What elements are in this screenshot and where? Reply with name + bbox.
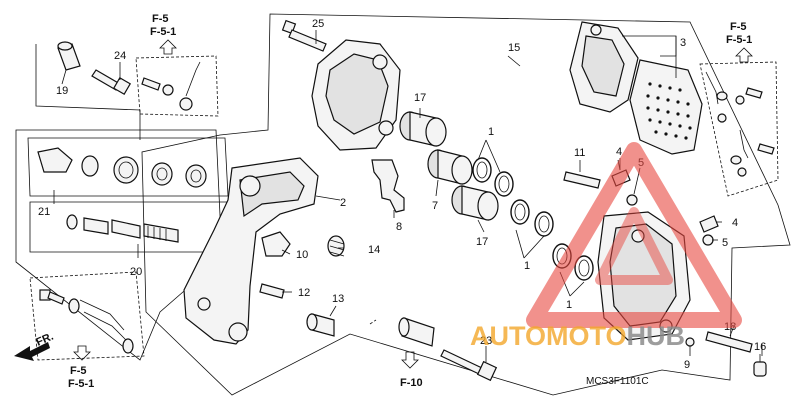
ref-arrow-bottom-left <box>73 345 91 361</box>
pin-18 <box>705 331 753 353</box>
plug-16 <box>753 354 767 377</box>
retainer-10 <box>261 231 291 257</box>
pin-12 <box>259 283 285 299</box>
callout-24: 24 <box>114 50 126 62</box>
boot-14 <box>327 235 345 257</box>
callout-3: 3 <box>680 37 686 49</box>
top-fitting-box <box>135 55 219 117</box>
callout-23: 23 <box>480 335 492 347</box>
watermark-brand-left: AUTOMOTO <box>470 321 627 351</box>
ref-f51-top-left: F-5-1 <box>150 26 176 38</box>
pad-spring-8 <box>371 159 405 213</box>
ref-f51-top-right: F-5-1 <box>726 34 752 46</box>
inner-assembly-outline <box>141 13 791 396</box>
ref-arrow-bottom <box>401 351 419 369</box>
caliper-bracket-2 <box>183 157 319 345</box>
callout-16: 16 <box>754 341 766 353</box>
diagram-code: MCS3F1101C <box>586 376 649 387</box>
ref-f5-bottom-left: F-5 <box>70 365 87 377</box>
group-21-parts <box>37 147 207 188</box>
ref-f10-bottom: F-10 <box>400 377 423 389</box>
callout-17-upper: 17 <box>414 92 426 104</box>
sleeve-13 <box>306 313 335 337</box>
callout-25: 25 <box>312 18 324 30</box>
caliper-inner-half <box>311 39 401 151</box>
callout-7: 7 <box>432 200 438 212</box>
callout-17-lower: 17 <box>476 236 488 248</box>
bolt-23 <box>440 349 498 382</box>
sleeve-bottom <box>398 317 435 347</box>
callout-10: 10 <box>296 249 308 261</box>
group-19-outline <box>35 44 141 140</box>
callout-14: 14 <box>368 244 380 256</box>
callout-11: 11 <box>574 147 585 159</box>
piston-upper-17 <box>399 111 447 147</box>
bleeder-4-lower <box>699 215 719 233</box>
callout-8: 8 <box>396 221 402 233</box>
ref-arrow-top-left <box>159 39 177 55</box>
right-fitting-box <box>699 61 779 197</box>
watermark-brand: AUTOMOTOHUB <box>470 321 685 351</box>
callout-19: 19 <box>56 85 68 97</box>
warning-triangle-icon <box>526 142 742 328</box>
group-20-parts <box>66 214 179 243</box>
bolt-25 <box>281 19 327 52</box>
callout-12: 12 <box>298 287 310 299</box>
callout-9: 9 <box>684 359 690 371</box>
callout-1-a: 1 <box>488 126 494 138</box>
piston-mid-7 <box>427 149 473 185</box>
callout-2: 2 <box>340 197 346 209</box>
pin-11 <box>563 171 601 189</box>
left-group-outline <box>15 129 223 361</box>
ref-f5-top-left: F-5 <box>152 13 169 25</box>
callout-1-c: 1 <box>566 299 572 311</box>
bushing-19 <box>57 41 81 71</box>
brake-pad-front <box>569 21 639 113</box>
ref-f51-bottom-left: F-5-1 <box>68 378 94 390</box>
pad-texture <box>646 82 692 140</box>
bottom-fitting-box <box>369 319 377 325</box>
direction-label: FR. <box>34 331 55 349</box>
callout-15: 15 <box>508 42 520 54</box>
right-fitting-parts <box>705 71 775 177</box>
piston-lower-17 <box>451 185 499 221</box>
cap-5-lower <box>702 234 714 246</box>
callout-5-lower: 5 <box>722 237 728 249</box>
ref-f5-top-right: F-5 <box>730 21 747 33</box>
reference-labels: F-5 F-5-1 F-5 F-5-1 F-5 F-5-1 F-10 FR. M… <box>34 13 752 390</box>
callout-20: 20 <box>130 266 142 278</box>
seal-rings <box>472 157 594 281</box>
cap-5-upper <box>626 194 638 206</box>
watermark: AUTOMOTOHUB <box>470 142 742 351</box>
top-fitting-parts <box>141 61 201 111</box>
callout-4-lower: 4 <box>732 217 738 229</box>
callout-4-upper: 4 <box>616 146 622 158</box>
callout-1-b: 1 <box>524 260 530 272</box>
callout-13: 13 <box>332 293 344 305</box>
watermark-brand-right: HUB <box>627 321 686 351</box>
left-fitting-parts <box>39 289 134 354</box>
bolt-24 <box>91 69 132 96</box>
direction-arrow-icon <box>14 342 50 361</box>
callout-21: 21 <box>38 206 50 218</box>
clip-9 <box>685 337 695 347</box>
ref-arrow-top-right <box>735 47 753 63</box>
left-fitting-box <box>29 271 145 361</box>
brake-pad-rear <box>629 59 703 155</box>
